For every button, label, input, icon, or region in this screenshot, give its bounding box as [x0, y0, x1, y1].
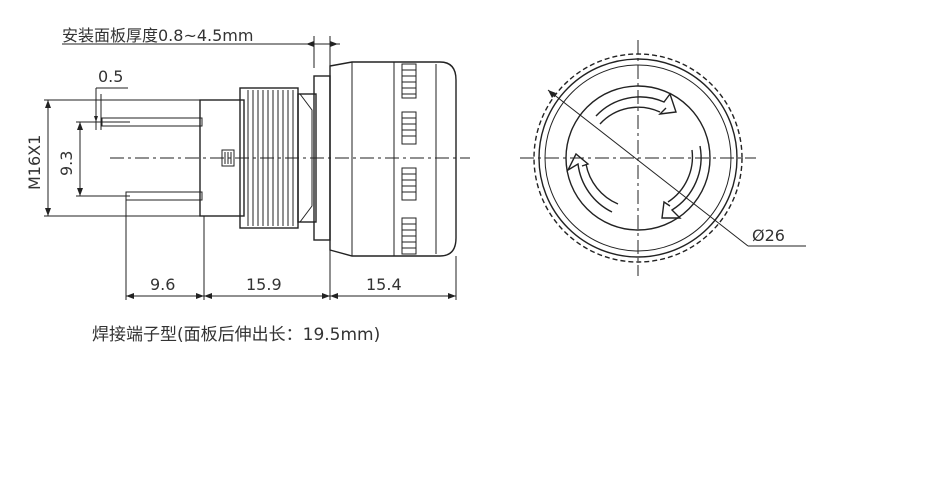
- front-view: Ø26: [520, 40, 806, 276]
- gap-dimension: 0.5: [98, 67, 123, 86]
- diameter-dimension: Ø26: [752, 226, 785, 245]
- body-length-dimension: 15.9: [246, 275, 282, 294]
- terminal-pin-top: [101, 117, 203, 127]
- terminal-pin-bottom: [125, 191, 203, 201]
- pin-spacing-dimension: 9.3: [57, 151, 76, 176]
- side-view: 0.5 M16X1 9.3: [25, 36, 470, 300]
- terminal-type-caption: 焊接端子型(面板后伸出长：19.5mm): [92, 325, 381, 345]
- head-length-dimension: 15.4: [366, 275, 402, 294]
- thread-dimension: M16X1: [25, 135, 44, 190]
- panel-thickness-note: 安装面板厚度0.8~4.5mm: [62, 26, 254, 45]
- button-head: [329, 61, 457, 257]
- terminal-length-dimension: 9.6: [150, 275, 175, 294]
